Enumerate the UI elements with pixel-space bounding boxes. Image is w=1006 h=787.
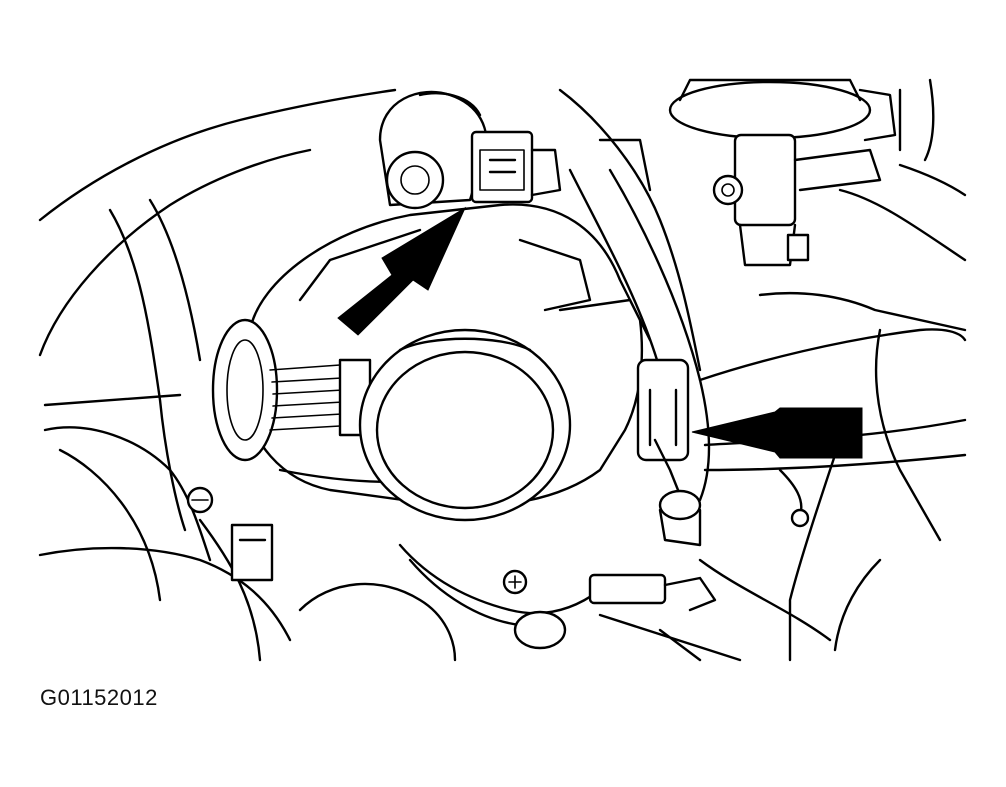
throttle-position-sensor-connector	[470, 130, 562, 204]
engine-bay-outline	[38, 78, 967, 662]
figure-reference-code: G01152012	[40, 685, 158, 710]
wiring-harness	[398, 468, 810, 650]
egr-valve-assembly	[668, 78, 897, 267]
right-connector-arrow	[691, 407, 863, 459]
idle-air-control-connector	[636, 358, 702, 547]
throttle-bore	[358, 328, 572, 522]
upper-connector-arrow	[337, 206, 467, 336]
fasteners	[186, 486, 274, 582]
throttle-body-mount	[378, 90, 488, 210]
